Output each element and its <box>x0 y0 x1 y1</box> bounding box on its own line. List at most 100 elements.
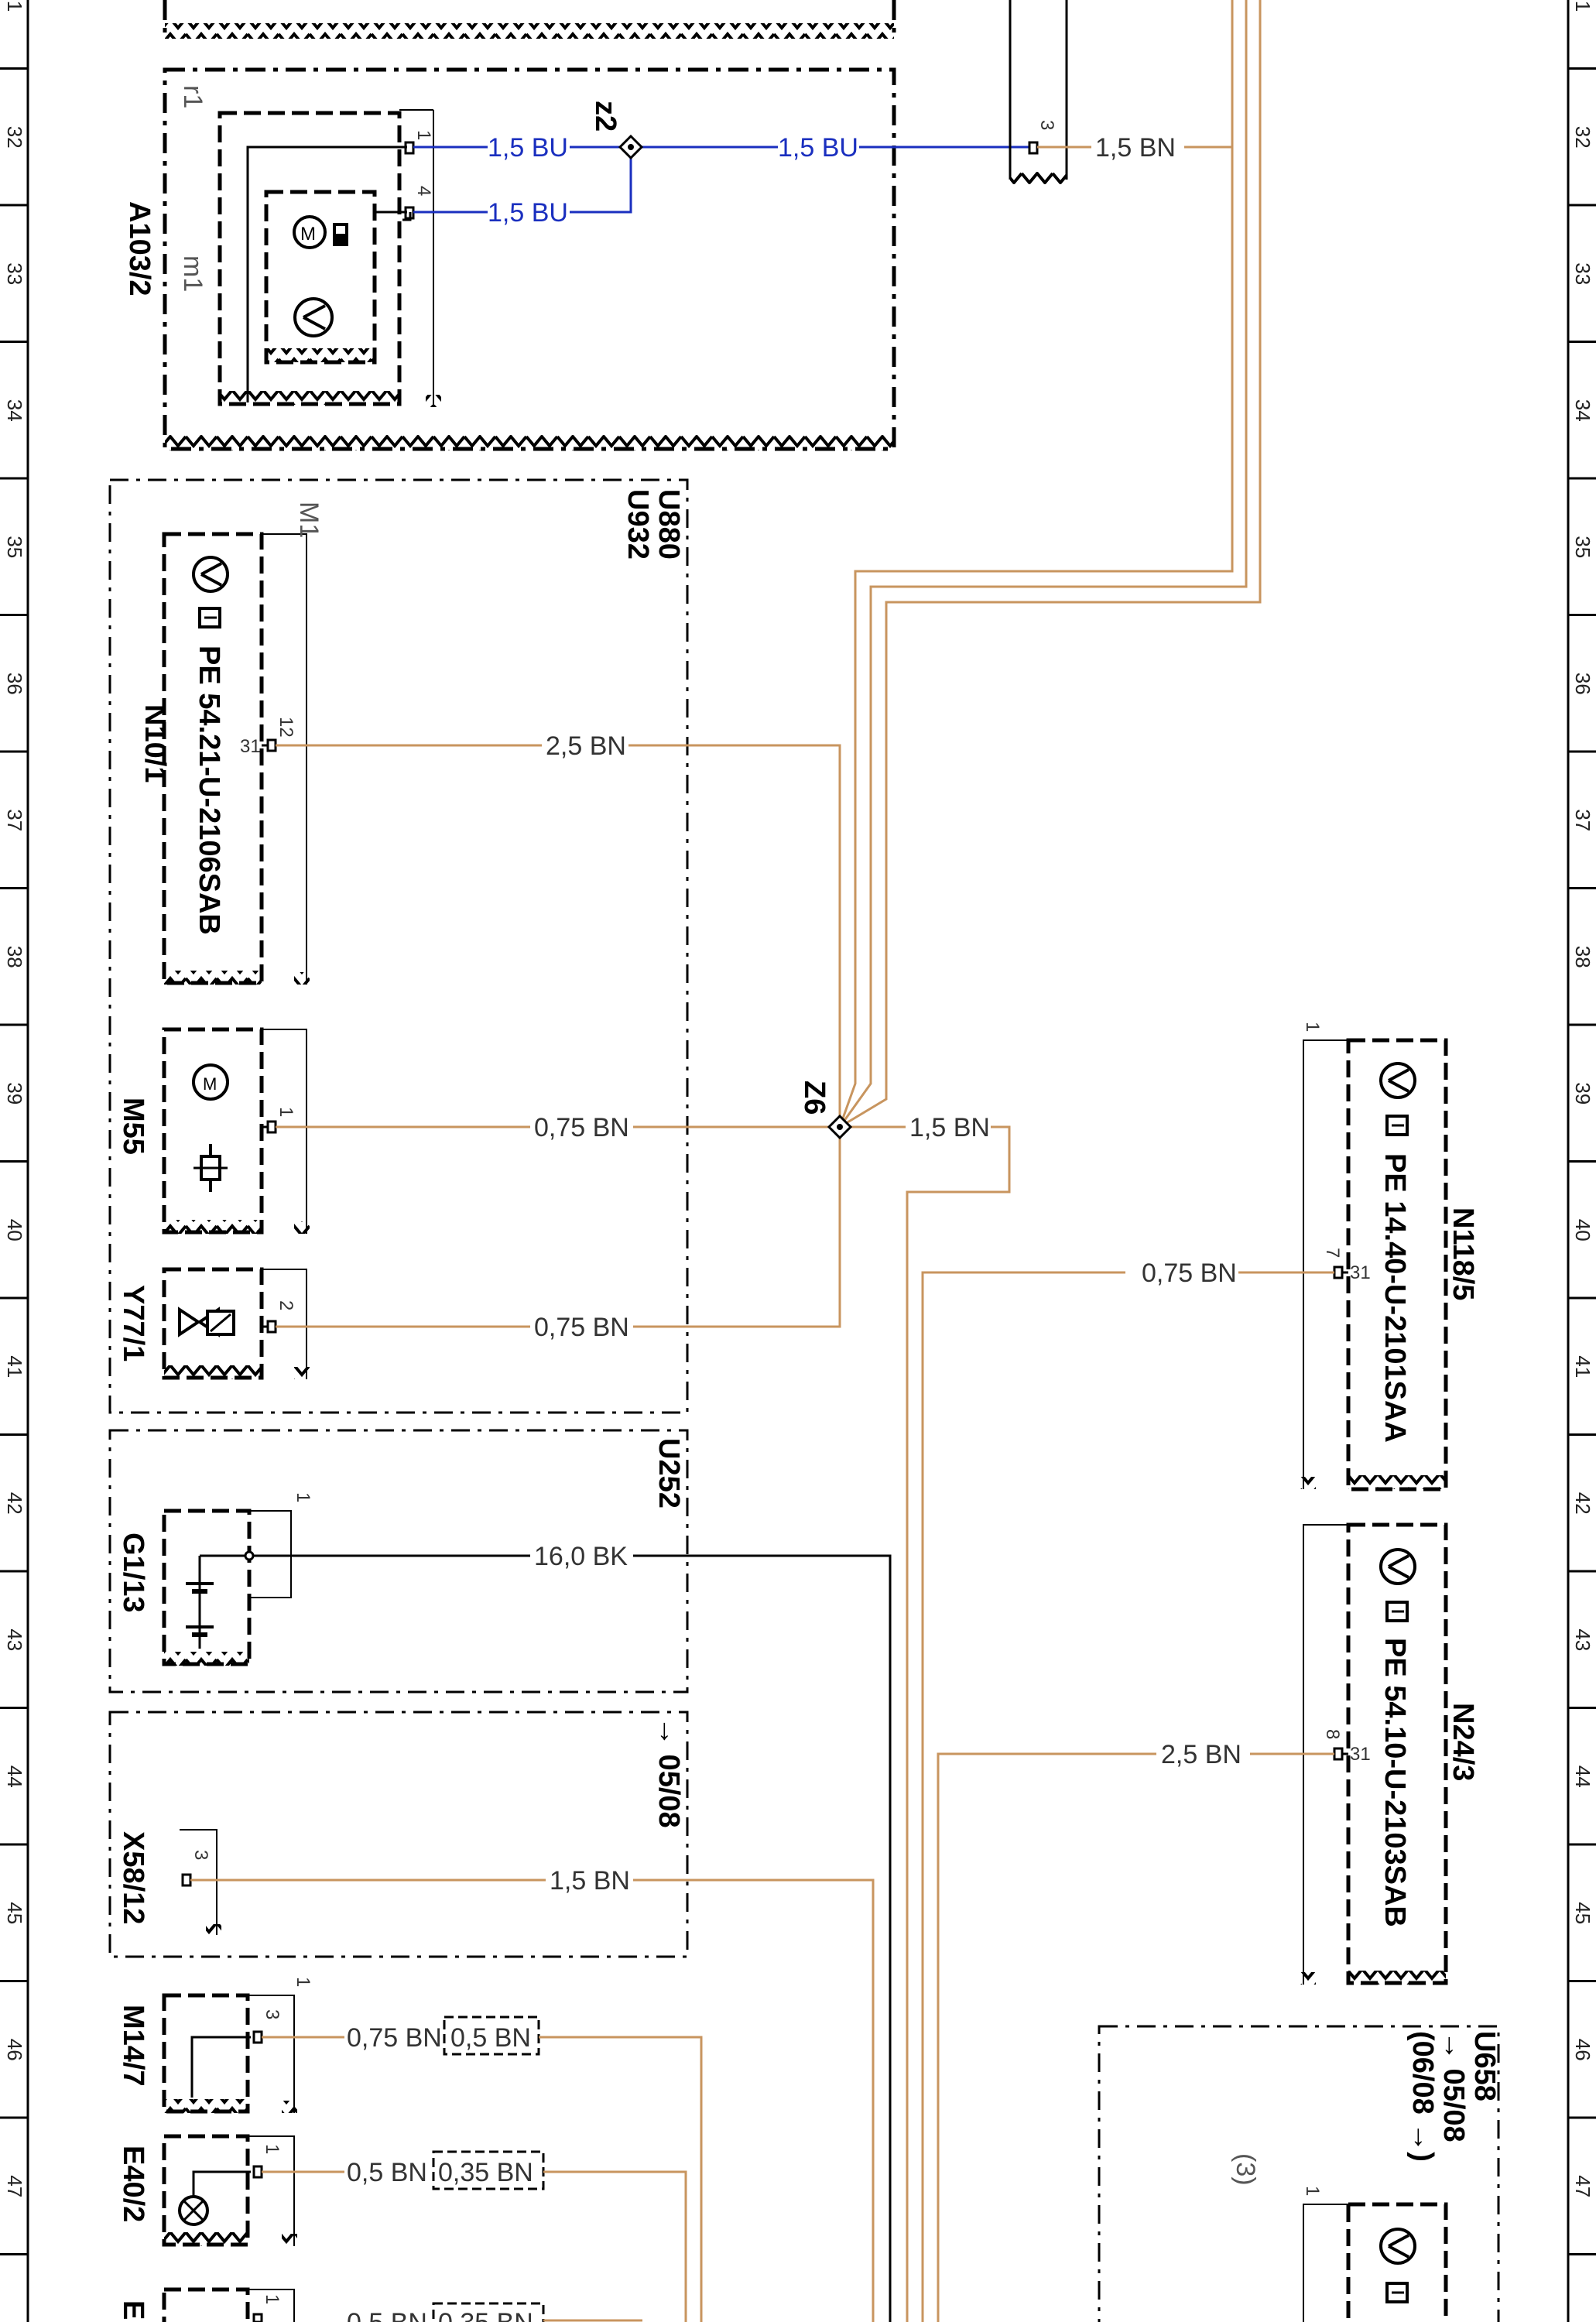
connector-3: 3 1,5 BN <box>1009 0 1176 184</box>
hand-icon <box>198 607 221 628</box>
wire-label-a103-4: 1,5 BU <box>488 198 568 228</box>
pin-a103-4: 4 <box>413 186 434 196</box>
pin-e-1: 1 <box>262 2294 283 2304</box>
part-n24-3: PE 54.10-U-2103SAB <box>1379 1638 1411 1927</box>
hand-icon <box>1385 2282 1409 2303</box>
tag-u658-3: (3) <box>1231 2153 1260 2186</box>
pin-conn-3: 3 <box>1036 120 1057 130</box>
ruler-row-label: 39 <box>1571 1082 1594 1104</box>
ruler-row-label: 45 <box>3 1902 26 1924</box>
motor-icon: M <box>293 215 327 249</box>
wire-label-m14: 0,75 BN <box>347 2023 442 2053</box>
label-u658-line2: (06/08 →) <box>1406 2031 1439 2162</box>
part-n118-5: PE 14.40-U-2101SAA <box>1379 1153 1411 1443</box>
ruler-row-label: 38 <box>1571 946 1594 968</box>
wire-label-e40-alt: 0,35 BN <box>438 2158 533 2187</box>
ruler-row-label: 33 <box>3 262 26 285</box>
label-m14-7: M14/7 <box>117 2005 149 2087</box>
wire-label-e40: 0,5 BN <box>347 2158 427 2187</box>
wire-label-z2-conn: 1,5 BU <box>778 133 858 163</box>
wire-label-a103-1: 1,5 BU <box>488 133 568 163</box>
ruler-row-label: 40 <box>1571 1219 1594 1241</box>
wire-label-n118: 0,75 BN <box>1142 1259 1237 1288</box>
pin-m14-1: 1 <box>293 1977 313 1987</box>
ruler-row-label: 47 <box>1571 2175 1594 2197</box>
pin-u658-1: 1 <box>1302 2186 1323 2196</box>
pin-m14-3: 3 <box>262 2009 283 2019</box>
ruler-row-label: 32 <box>1571 126 1594 149</box>
ruler-row-label: 37 <box>3 809 26 831</box>
component-m55: M M55 1 <box>117 1027 310 1235</box>
pin-g1-1: 1 <box>293 1492 313 1502</box>
transistor-icon <box>192 556 229 593</box>
label-n10-1: N10/1 <box>139 704 171 783</box>
label-n118-5: N118/5 <box>1447 1207 1479 1300</box>
label-u658-line1: → 05/08 <box>1437 2031 1470 2142</box>
switch-icon <box>333 223 348 246</box>
component-a103-2: A103/2 r1 m1 M 1 4 <box>123 0 896 451</box>
svg-text:M: M <box>203 1074 217 1094</box>
label-x58-12: X58/12 <box>117 1831 149 1924</box>
splice-z6 <box>827 1114 853 1140</box>
ruler-row-label: 31 <box>1571 0 1594 12</box>
wire-label-m14-alt: 0,5 BN <box>450 2023 531 2053</box>
label-e40-2: E40/2 <box>117 2146 149 2222</box>
wire-label-n24: 2,5 BN <box>1161 1740 1242 1769</box>
pin-n118-1: 1 <box>1302 1022 1323 1032</box>
pin-m55-1: 1 <box>276 1107 296 1117</box>
transistor-icon <box>1379 1548 1416 1585</box>
ruler-row-label: 44 <box>1571 1765 1594 1788</box>
ruler-row-label: 40 <box>3 1219 26 1241</box>
transistor-icon <box>1379 2228 1416 2265</box>
tag-m1-n10: M1 <box>294 502 324 538</box>
lamp-icon <box>178 2195 209 2226</box>
ruler-row-label: 39 <box>3 1082 26 1104</box>
ruler-row-label: 38 <box>3 946 26 968</box>
pin-e40-1: 1 <box>262 2144 283 2154</box>
label-u252: U252 <box>652 1438 685 1509</box>
ruler-row-label: 44 <box>3 1765 26 1788</box>
ruler-row-label: 43 <box>1571 1628 1594 1651</box>
battery-icon <box>186 1554 249 1649</box>
label-e-partial: E <box>117 2300 149 2320</box>
ruler-row-label: 33 <box>1571 262 1594 285</box>
group-u880-u932: U880 U932 <box>108 478 689 1414</box>
ruler-row-label: 43 <box>3 1628 26 1651</box>
group-u252: U252 <box>108 1429 689 1694</box>
ruler-row-label: 41 <box>1571 1355 1594 1378</box>
label-0508: → 05/08 <box>652 1717 685 1828</box>
ruler-row-label: 31 <box>3 0 26 12</box>
label-y77-1: Y77/1 <box>117 1285 149 1361</box>
component-y77-1: Y77/1 2 <box>117 1267 310 1380</box>
ruler-row-label: 41 <box>3 1355 26 1378</box>
pin-x58-3: 3 <box>190 1850 211 1860</box>
pin-n10-31: 31 <box>240 736 261 757</box>
resistor-icon <box>194 1144 228 1192</box>
transistor-icon <box>1379 1062 1416 1099</box>
label-g1-13: G1/13 <box>117 1533 149 1613</box>
ruler-row-label: 36 <box>1571 673 1594 695</box>
wire-label-m55: 0,75 BN <box>534 1113 629 1142</box>
pin-n24-31: 31 <box>1350 1744 1371 1765</box>
component-m14-7: 1 3 M14/7 0,75 BN 0,5 BN <box>117 1977 703 2322</box>
component-n118-5: 1 PE 14.40-U-2101SAA N118/5 31 7 0,75 BN <box>1142 1022 1479 1491</box>
brown-wires-z6: 2,5 BN 0,75 BN 0,75 BN 1,5 BN Z6 <box>276 0 1262 2322</box>
component-n24-3: PE 54.10-U-2103SAB N24/3 31 8 2,5 BN <box>1161 1522 1479 1985</box>
component-e-partial: 1 E 0,5 BN 0,35 BN <box>117 2287 642 2322</box>
ruler-row-label: 46 <box>1571 2039 1594 2061</box>
wire-label-e: 0,5 BN <box>347 2308 427 2322</box>
ruler-row-label: 35 <box>3 536 26 558</box>
wire-label-conn-out: 1,5 BN <box>1095 133 1176 163</box>
label-n24-3: N24/3 <box>1447 1703 1479 1781</box>
label-z6: Z6 <box>798 1081 831 1115</box>
hand-icon <box>1385 1115 1409 1136</box>
ruler-row-label: 42 <box>3 1492 26 1515</box>
valve-icon <box>178 1307 235 1337</box>
ruler-row-label: 45 <box>1571 1902 1594 1924</box>
tag-r1: r1 <box>178 85 207 108</box>
ruler-row-label: 35 <box>1571 536 1594 558</box>
component-e40-2: 1 E40/2 0,5 BN 0,35 BN <box>117 2134 687 2322</box>
ruler-row-label: 46 <box>3 2039 26 2061</box>
